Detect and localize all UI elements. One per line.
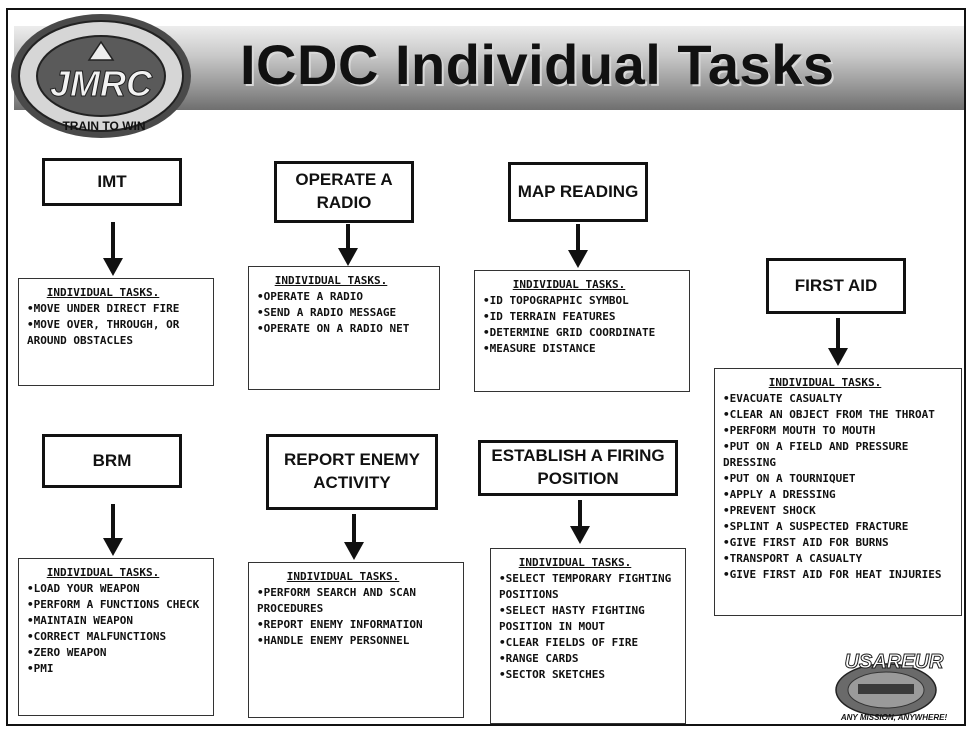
list-heading: INDIVIDUAL TASKS. (274, 274, 388, 287)
list-item: •RANGE CARDS (499, 652, 579, 665)
arrow-down-icon (570, 500, 590, 544)
list-heading: INDIVIDUAL TASKS. (512, 278, 626, 291)
list-item: •ID TOPOGRAPHIC SYMBOL (483, 294, 629, 307)
list-item: •EVACUATE CASUALTY (723, 392, 843, 405)
list-item: •SECTOR SKETCHES (499, 668, 605, 681)
list-item: •PREVENT SHOCK (723, 504, 816, 517)
arrow-down-icon (103, 504, 123, 556)
task-report-enemy-activity: REPORT ENEMY ACTIVITY (266, 434, 438, 510)
list-establish-firing-position: INDIVIDUAL TASKS. •SELECT TEMPORARY FIGH… (490, 548, 686, 724)
list-item: •MOVE OVER, THROUGH, OR AROUND OBSTACLES (27, 318, 180, 347)
arrow-down-icon (338, 224, 358, 266)
task-map-reading: MAP READING (508, 162, 648, 222)
svg-text:TRAIN TO WIN: TRAIN TO WIN (62, 119, 145, 133)
svg-text:ANY MISSION, ANYWHERE!: ANY MISSION, ANYWHERE! (840, 713, 948, 722)
list-item: •SEND A RADIO MESSAGE (257, 306, 397, 319)
list-item: •MAINTAIN WEAPON (27, 614, 133, 627)
list-heading: INDIVIDUAL TASKS. (768, 376, 882, 389)
list-item: •HANDLE ENEMY PERSONNEL (257, 634, 410, 647)
task-brm: BRM (42, 434, 182, 488)
arrow-down-icon (344, 514, 364, 560)
list-item: •GIVE FIRST AID FOR HEAT INJURIES (723, 568, 942, 581)
list-item: •SELECT HASTY FIGHTING POSITION IN MOUT (499, 604, 645, 633)
list-item: •CLEAR AN OBJECT FROM THE THROAT (723, 408, 935, 421)
list-item: •GIVE FIRST AID FOR BURNS (723, 536, 889, 549)
arrow-down-icon (828, 318, 848, 366)
list-item: •ZERO WEAPON (27, 646, 107, 659)
list-item: •PUT ON A TOURNIQUET (723, 472, 856, 485)
list-item: •SPLINT A SUSPECTED FRACTURE (723, 520, 909, 533)
jmrc-logo: JMRC TRAIN TO WIN (11, 14, 191, 138)
list-item: •APPLY A DRESSING (723, 488, 836, 501)
task-operate-radio: OPERATE A RADIO (274, 161, 414, 223)
svg-text:USAREUR: USAREUR (845, 651, 944, 673)
list-item: •OPERATE A RADIO (257, 290, 363, 303)
list-report-enemy-activity: INDIVIDUAL TASKS. •PERFORM SEARCH AND SC… (248, 562, 464, 718)
arrow-down-icon (568, 224, 588, 268)
list-item: •PERFORM MOUTH TO MOUTH (723, 424, 876, 437)
list-heading: INDIVIDUAL TASKS. (518, 556, 632, 569)
list-heading: INDIVIDUAL TASKS. (46, 566, 160, 579)
usareur-logo: USAREUR ANY MISSION, ANYWHERE! (835, 651, 948, 722)
svg-text:JMRC: JMRC (50, 63, 153, 104)
list-item: •REPORT ENEMY INFORMATION (257, 618, 423, 631)
list-item: •ID TERRAIN FEATURES (483, 310, 616, 323)
task-establish-firing-position: ESTABLISH A FIRING POSITION (478, 440, 678, 496)
list-imt: INDIVIDUAL TASKS. •MOVE UNDER DIRECT FIR… (18, 278, 214, 386)
list-item: •DETERMINE GRID COORDINATE (483, 326, 656, 339)
list-item: •MOVE UNDER DIRECT FIRE (27, 302, 180, 315)
list-heading: INDIVIDUAL TASKS. (46, 286, 160, 299)
list-item: •OPERATE ON A RADIO NET (257, 322, 410, 335)
list-map-reading: INDIVIDUAL TASKS. •ID TOPOGRAPHIC SYMBOL… (474, 270, 690, 392)
list-item: •PUT ON A FIELD AND PRESSURE DRESSING (723, 440, 909, 469)
list-operate-radio: INDIVIDUAL TASKS. •OPERATE A RADIO •SEND… (248, 266, 440, 390)
list-item: •SELECT TEMPORARY FIGHTING POSITIONS (499, 572, 672, 601)
list-item: •TRANSPORT A CASUALTY (723, 552, 863, 565)
slide-title: ICDC Individual Tasks (240, 33, 835, 96)
list-brm: INDIVIDUAL TASKS. •LOAD YOUR WEAPON •PER… (18, 558, 214, 716)
list-item: •CLEAR FIELDS OF FIRE (499, 636, 639, 649)
arrow-down-icon (103, 222, 123, 276)
task-imt: IMT (42, 158, 182, 206)
list-item: •PERFORM A FUNCTIONS CHECK (27, 598, 200, 611)
list-first-aid: INDIVIDUAL TASKS. •EVACUATE CASUALTY •CL… (714, 368, 962, 616)
task-first-aid: FIRST AID (766, 258, 906, 314)
list-item: •CORRECT MALFUNCTIONS (27, 630, 167, 643)
list-item: •PMI (27, 662, 54, 675)
list-heading: INDIVIDUAL TASKS. (286, 570, 400, 583)
list-item: •PERFORM SEARCH AND SCAN PROCEDURES (257, 586, 416, 615)
list-item: •LOAD YOUR WEAPON (27, 582, 140, 595)
list-item: •MEASURE DISTANCE (483, 342, 596, 355)
